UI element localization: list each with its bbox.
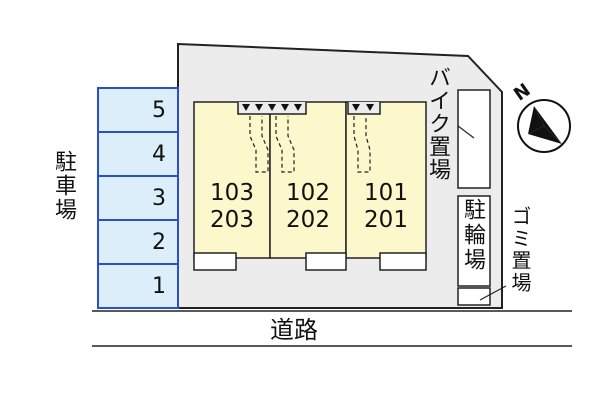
parking-stall-5 xyxy=(97,87,179,133)
unit-number-upper: 102 xyxy=(286,180,330,206)
entrance-notch xyxy=(347,102,381,115)
parking-stall-3 xyxy=(97,175,179,221)
unit-box-101 xyxy=(379,252,427,271)
compass-icon xyxy=(517,99,571,153)
garbage-leader xyxy=(479,285,507,301)
parking-stall-number: 5 xyxy=(152,98,166,123)
parking-stall-number: 1 xyxy=(152,274,166,299)
bike-parking-label: バイク置場 xyxy=(425,66,450,181)
parking-stall-2 xyxy=(97,219,179,265)
unit-number-upper: 101 xyxy=(364,180,408,206)
unit-number-lower: 202 xyxy=(286,207,330,233)
bike-parking-leader xyxy=(457,125,475,139)
entrance-markers xyxy=(242,104,374,111)
parking-stall-1 xyxy=(97,263,179,309)
stair-outlines xyxy=(249,116,371,173)
road-label: 道路 xyxy=(270,316,318,344)
unit-block-102 xyxy=(269,101,347,259)
bicycle-parking-area xyxy=(457,195,491,287)
building xyxy=(193,101,427,271)
unit-block-101 xyxy=(345,101,427,259)
unit-number-upper: 103 xyxy=(210,180,254,206)
unit-block-103 xyxy=(193,101,271,259)
unit-number-lower: 201 xyxy=(364,207,408,233)
parking-label: 駐車場 xyxy=(51,150,76,222)
parking-stall-number: 2 xyxy=(152,230,166,255)
garbage-label: ゴミ置場 xyxy=(508,206,532,294)
parking-stall-number: 4 xyxy=(152,142,166,167)
unit-box-102 xyxy=(305,252,347,271)
parking-stall-number: 3 xyxy=(152,186,166,211)
bike-parking-area xyxy=(457,89,491,189)
parking-area xyxy=(97,87,179,309)
bicycle-parking-label: 駐輪場 xyxy=(460,198,485,273)
unit-box-103 xyxy=(193,252,237,271)
garbage-area xyxy=(457,287,491,306)
unit-number-lower: 203 xyxy=(210,207,254,233)
